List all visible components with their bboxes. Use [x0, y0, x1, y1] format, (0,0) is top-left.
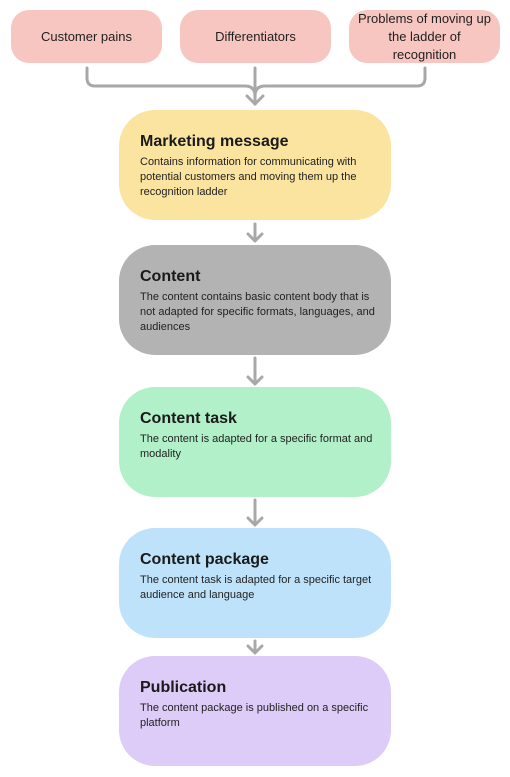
stage-title: Marketing message [140, 133, 289, 150]
stage-description: The content package is published on a sp… [140, 702, 369, 729]
connector-customer-pains [85, 66, 257, 106]
arrow-task-to-package [246, 498, 264, 527]
stage-description: The content is adapted for a specific fo… [140, 433, 373, 460]
connector-recognition-problems [253, 66, 427, 106]
input-differentiators: Differentiators [180, 10, 331, 63]
stage-title: Publication [140, 679, 227, 696]
input-recognition-problems: Problems of moving up the ladder of reco… [349, 10, 500, 63]
input-label: Differentiators [215, 28, 296, 44]
arrow-marketing-to-content [246, 222, 264, 243]
arrow-content-to-task [246, 356, 264, 386]
stage-publication: Publication The content package is publi… [119, 656, 391, 766]
stage-content: Content The content contains basic conte… [119, 245, 391, 355]
stage-title: Content task [140, 410, 237, 427]
stage-title: Content [140, 268, 201, 285]
arrow-package-to-publication [246, 639, 264, 655]
input-label: Problems of moving up the ladder of reco… [358, 10, 491, 62]
input-customer-pains: Customer pains [11, 10, 162, 63]
stage-content-package: Content package The content task is adap… [119, 528, 391, 638]
stage-description: Contains information for communicating w… [140, 156, 357, 198]
stage-content-task: Content task The content is adapted for … [119, 387, 391, 497]
input-label: Customer pains [40, 28, 133, 44]
stage-title: Content package [140, 551, 269, 568]
stage-marketing-message: Marketing message Contains information f… [119, 110, 391, 220]
merge-arrow-head [245, 94, 265, 106]
stage-description: The content task is adapted for a specif… [140, 574, 372, 601]
stage-description: The content contains basic content body … [140, 291, 375, 333]
